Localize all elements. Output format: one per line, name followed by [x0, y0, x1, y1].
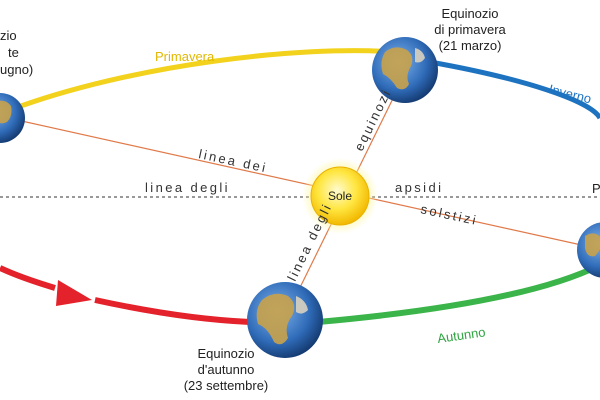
season-label-winter: Inverno [547, 81, 593, 106]
spring-arc [9, 48, 396, 113]
autumn-arc [317, 262, 600, 325]
winter-arc [429, 59, 600, 120]
solstices-label-right: solstizi [419, 201, 479, 228]
season-label-spring: Primavera [155, 49, 215, 64]
spring-equinox-line2: di primavera [434, 22, 506, 37]
apsides-label-right: apsidi [395, 180, 443, 195]
autumn-equinox-line1: Equinozio [197, 346, 254, 361]
autumn-equinox-line2: d'autunno [198, 362, 255, 377]
apsides-label-left: linea degli [145, 180, 230, 195]
right-edge-letter: P [592, 181, 600, 196]
earth-summer-solstice [0, 93, 25, 143]
sun-label: Sole [328, 189, 352, 203]
spring-equinox-line3: (21 marzo) [439, 38, 502, 53]
summer-solstice-caption: zio te ugno) [0, 28, 33, 77]
autumn-equinox-caption: Equinozio d'autunno (23 settembre) [184, 346, 269, 393]
summer-arc-left [0, 265, 56, 291]
autumn-equinox-line3: (23 settembre) [184, 378, 269, 393]
earth-autumn-equinox [247, 282, 323, 358]
season-label-autumn: Autunno [436, 324, 486, 346]
summer-solstice-line1: zio [0, 28, 17, 43]
solstices-line [7, 117, 596, 249]
orbit-direction-arrow [56, 280, 92, 306]
spring-equinox-line1: Equinozio [441, 6, 498, 21]
solstices-label-left: linea dei [197, 146, 269, 175]
summer-solstice-line3: ugno) [0, 62, 33, 77]
earth-spring-equinox [372, 37, 438, 103]
summer-arc-right [94, 297, 251, 325]
summer-solstice-line2: te [8, 45, 19, 60]
equinoxes-label-top: equinozi [351, 86, 394, 153]
spring-equinox-caption: Equinozio di primavera (21 marzo) [434, 6, 506, 53]
sun [310, 166, 370, 226]
earth-winter-solstice [577, 222, 600, 278]
